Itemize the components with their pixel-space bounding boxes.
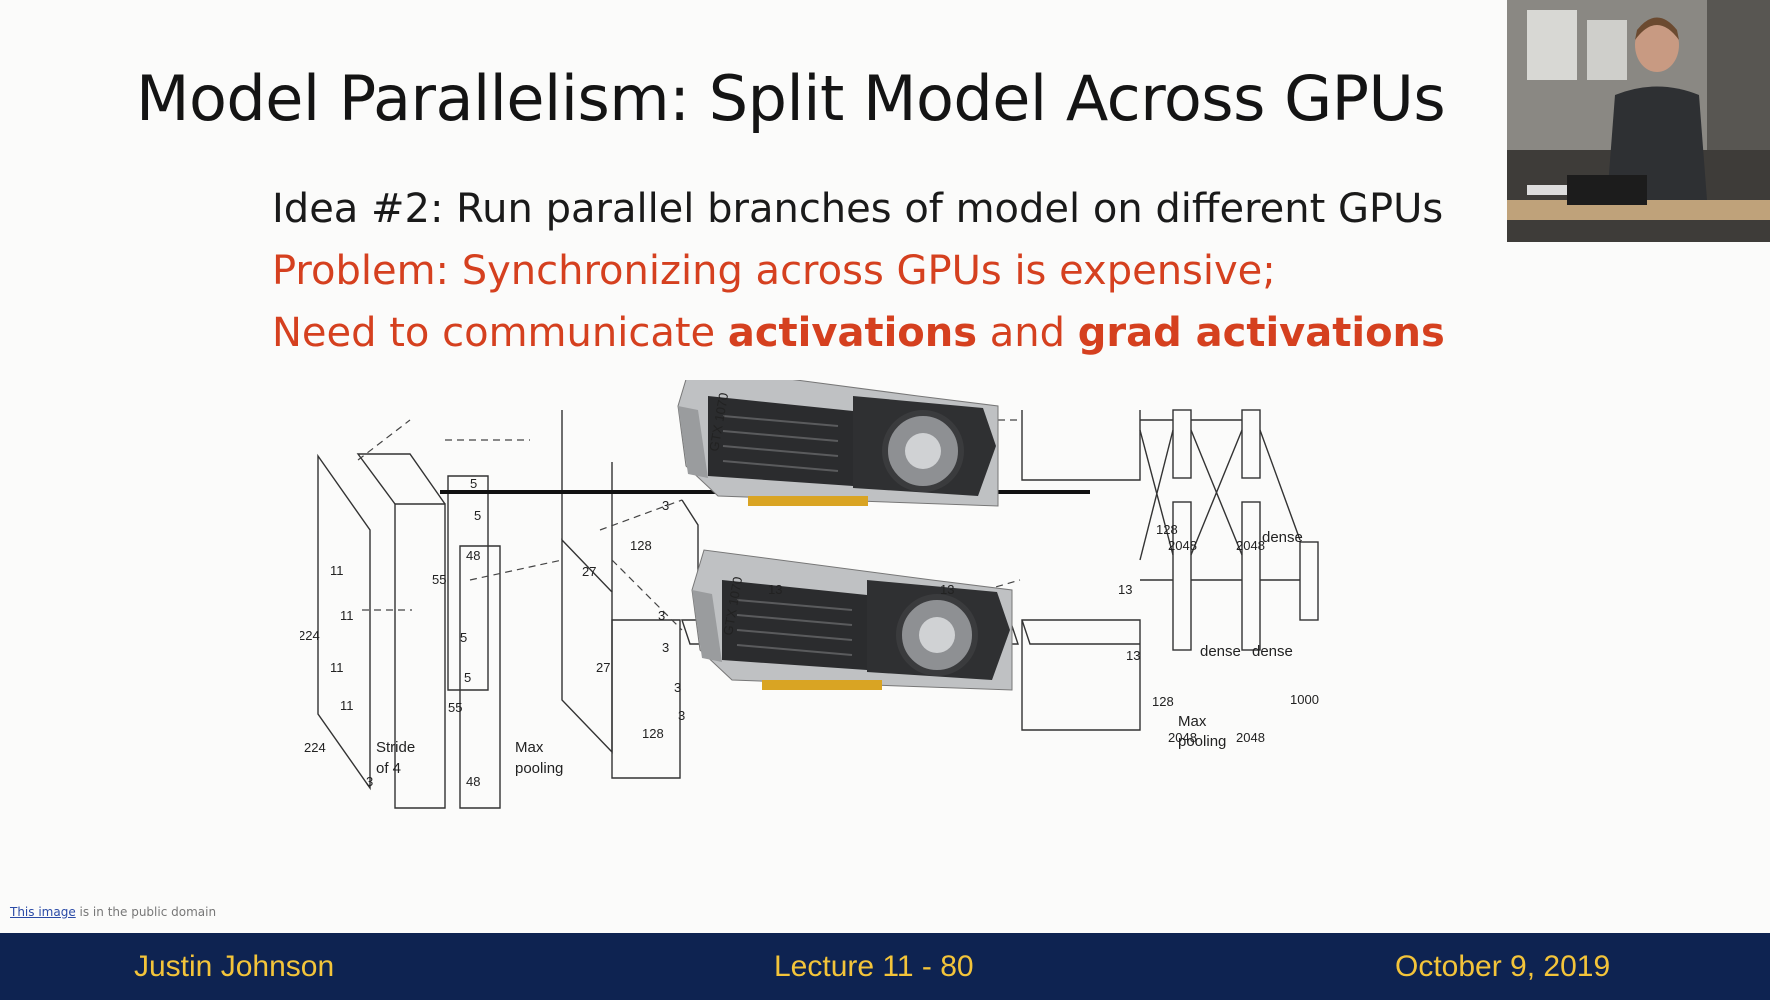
footer-author: Justin Johnson (134, 950, 335, 983)
label-fc-2048b: 2048 (1236, 538, 1265, 553)
idea-text: Idea #2: Run parallel branches of model … (272, 186, 1444, 232)
image-credit-rest: is in the public domain (75, 905, 217, 919)
fc1-bottom (1172, 501, 1192, 651)
label-k11b: 11 (340, 608, 354, 623)
label-k11d: 11 (340, 698, 354, 713)
conv1-block (394, 503, 446, 809)
label-input-224a: 224 (300, 628, 320, 643)
label-c1-55a: 55 (432, 572, 446, 587)
label-k3e: 3 (678, 708, 685, 723)
label-k5d: 5 (464, 670, 471, 685)
need-prefix: Need to communicate (272, 310, 728, 356)
label-k3b: 3 (658, 608, 665, 623)
problem-text: Problem: Synchronizing across GPUs is ex… (272, 248, 1276, 294)
label-c1-48b: 48 (466, 774, 480, 789)
label-k5c: 5 (460, 630, 467, 645)
conv3b-block (611, 619, 681, 779)
label-maxpool1b: pooling (515, 760, 563, 777)
label-c1-48a: 48 (466, 548, 480, 563)
need-bold-activations: activations (727, 310, 978, 356)
label-c2-27a: 27 (582, 564, 596, 579)
label-stride2: of 4 (376, 760, 401, 777)
label-c2-27b: 27 (596, 660, 610, 675)
label-k3d: 3 (674, 680, 681, 695)
label-k5a: 5 (470, 476, 477, 491)
image-credit-link[interactable]: This image (10, 905, 76, 919)
alexnet-diagram: GTX 1070 GTX 1070 224 224 3 11 11 11 11 (300, 380, 1319, 809)
label-c5-128b: 128 (1152, 694, 1174, 709)
label-k5b: 5 (474, 508, 481, 523)
label-maxpool2b: pooling (1178, 733, 1226, 750)
label-k11c: 11 (330, 660, 344, 675)
label-c2-128b: 128 (642, 726, 664, 741)
label-maxpool2: Max (1178, 713, 1207, 730)
footer-lecture: Lecture 11 - 80 (774, 950, 974, 983)
conv2-lower-block (459, 545, 501, 809)
image-credit: This image is in the public domain (10, 905, 216, 919)
input-image (317, 453, 371, 791)
label-c5-13b: 13 (1126, 648, 1140, 663)
label-c3-13a: 13 (768, 582, 782, 597)
label-c2-128a: 128 (630, 538, 652, 553)
label-input-3: 3 (366, 774, 373, 789)
conv6-block (1021, 619, 1141, 731)
label-stride: Stride (376, 739, 415, 756)
slide-footer: Justin Johnson Lecture 11 - 80 October 9… (0, 933, 1770, 1000)
need-text: Need to communicate activations and grad… (272, 310, 1445, 356)
need-bold-grad: grad activations (1077, 310, 1445, 356)
slide-title: Model Parallelism: Split Model Across GP… (136, 62, 1446, 135)
label-input-224b: 224 (304, 740, 326, 755)
label-c5-13a: 13 (1118, 582, 1132, 597)
label-fc-2048a: 2048 (1168, 538, 1197, 553)
label-k3a: 3 (662, 498, 669, 513)
gpu-card-bottom: GTX 1070 (691, 549, 1013, 691)
fc2-top (1241, 409, 1261, 479)
label-fc-2048c: 2048 (1168, 730, 1197, 745)
label-c4-13a: 13 (940, 582, 954, 597)
label-k3c: 3 (662, 640, 669, 655)
label-fc-2048d: 2048 (1236, 730, 1265, 745)
label-out-1000: 1000 (1290, 692, 1319, 707)
label-c5-128a: 128 (1156, 522, 1178, 537)
label-dense2: dense (1200, 643, 1241, 660)
fc3-out (1299, 541, 1319, 621)
webcam-overlay (1507, 0, 1770, 242)
label-dense1: dense (1262, 529, 1303, 546)
conv2-block (447, 475, 489, 691)
gpu-card-top: GTX 1070 (677, 380, 999, 507)
fc2-bottom (1241, 501, 1261, 651)
fc1-top (1172, 409, 1192, 479)
label-maxpool1: Max (515, 739, 544, 756)
footer-date: October 9, 2019 (1395, 950, 1611, 983)
label-c1-55b: 55 (448, 700, 462, 715)
label-dense3: dense (1252, 643, 1293, 660)
need-mid: and (977, 310, 1078, 356)
label-k11a: 11 (330, 563, 344, 578)
